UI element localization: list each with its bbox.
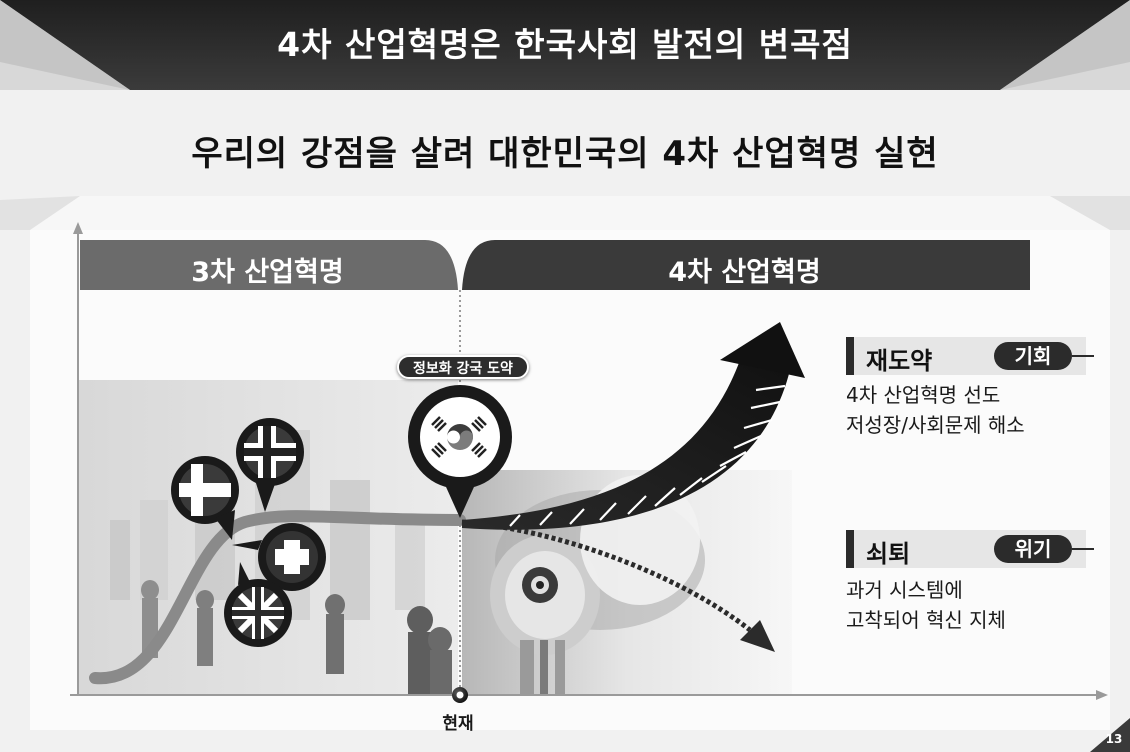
era-tabs: [80, 240, 1030, 290]
top-banner: [0, 0, 1130, 90]
growth-curve: [89, 510, 466, 685]
flag-korea-icon: [408, 385, 512, 518]
slide-title: 4차 산업혁명은 한국사회 발전의 변곡점: [277, 25, 853, 64]
flag-uk-icon: [224, 562, 292, 647]
outcome-up-line-1: 4차 산업혁명 선도: [846, 383, 1001, 407]
outcome-down-line-1: 과거 시스템에: [846, 578, 963, 602]
outcome-down-title: 쇠퇴: [866, 540, 911, 568]
page-number: 13: [1105, 732, 1123, 746]
outcome-down-header: 쇠퇴 위기: [846, 530, 1094, 568]
outcome-up-text: 4차 산업혁명 선도 저성장/사회문제 해소: [846, 380, 1025, 440]
outcome-up-title: 재도약: [866, 347, 933, 375]
outcome-down-line: [1072, 548, 1094, 550]
present-label: 현재: [442, 714, 474, 734]
flag-switzerland-icon: [232, 523, 326, 591]
axes: [70, 222, 1108, 700]
up-arrow-icon: [462, 322, 805, 530]
present-marker: [452, 687, 468, 703]
outcome-up-header: 재도약 기회: [846, 337, 1094, 375]
outcome-up-line: [1072, 355, 1094, 357]
outcome-down-text: 과거 시스템에 고착되어 혁신 지체: [846, 575, 1006, 635]
tab-3rd-industrial-revolution: 3차 산업혁명: [191, 257, 344, 288]
slide-subtitle: 우리의 강점을 살려 대한민국의 4차 산업혁명 실현: [191, 134, 939, 174]
flag-norway-icon: [236, 418, 304, 512]
page-corner: [1090, 718, 1130, 752]
tab-4th-industrial-revolution: 4차 산업혁명: [668, 257, 821, 288]
outcome-up-line-2: 저성장/사회문제 해소: [846, 413, 1025, 437]
flag-denmark-icon: [171, 456, 239, 540]
down-arrow-icon: [461, 519, 775, 652]
outcome-down-line-2: 고착되어 혁신 지체: [846, 608, 1006, 632]
korea-pill-label: 정보화 강국 도약: [397, 355, 529, 379]
outcome-down-badge: 위기: [994, 535, 1072, 563]
outcome-up-badge: 기회: [994, 342, 1072, 370]
